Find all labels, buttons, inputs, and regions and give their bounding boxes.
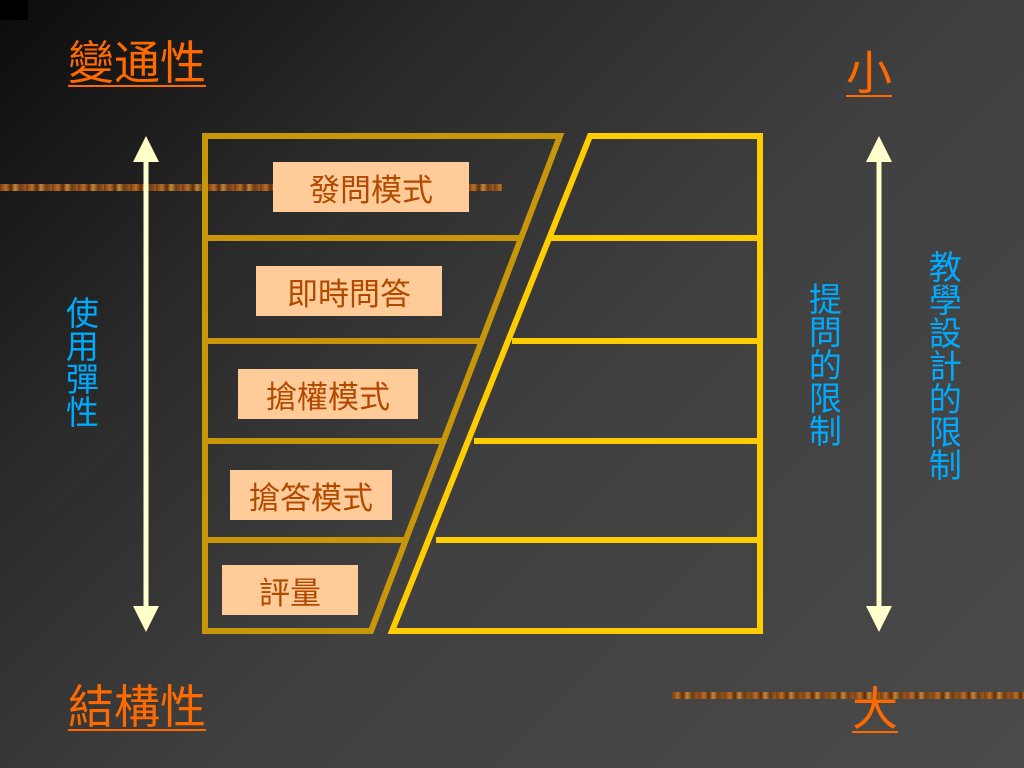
corner-mark (0, 0, 28, 20)
mode-box-assessment: 評量 (222, 565, 358, 615)
mode-box-ask: 發問模式 (273, 162, 469, 212)
usage-flexibility-label: 使用彈性 (60, 296, 100, 428)
design-limit-label: 教學設計的限制 (923, 250, 963, 481)
right-limit-frame (387, 133, 763, 634)
small-label: 小 (846, 46, 892, 100)
flexibility-title: 變通性 (68, 36, 206, 90)
question-limit-label: 提問的限制 (803, 282, 843, 447)
left-double-arrow (133, 136, 159, 632)
left-mode-frame (202, 133, 565, 634)
right-double-arrow (866, 136, 892, 632)
decorative-strip-bottom (672, 692, 1024, 699)
structure-title: 結構性 (68, 680, 206, 734)
mode-box-instant-qa: 即時問答 (256, 266, 442, 316)
decorative-strip-top (0, 184, 502, 191)
mode-box-grab-right: 搶權模式 (238, 369, 418, 419)
mode-box-grab-answer: 搶答模式 (230, 470, 392, 520)
large-label: 大 (852, 682, 898, 736)
